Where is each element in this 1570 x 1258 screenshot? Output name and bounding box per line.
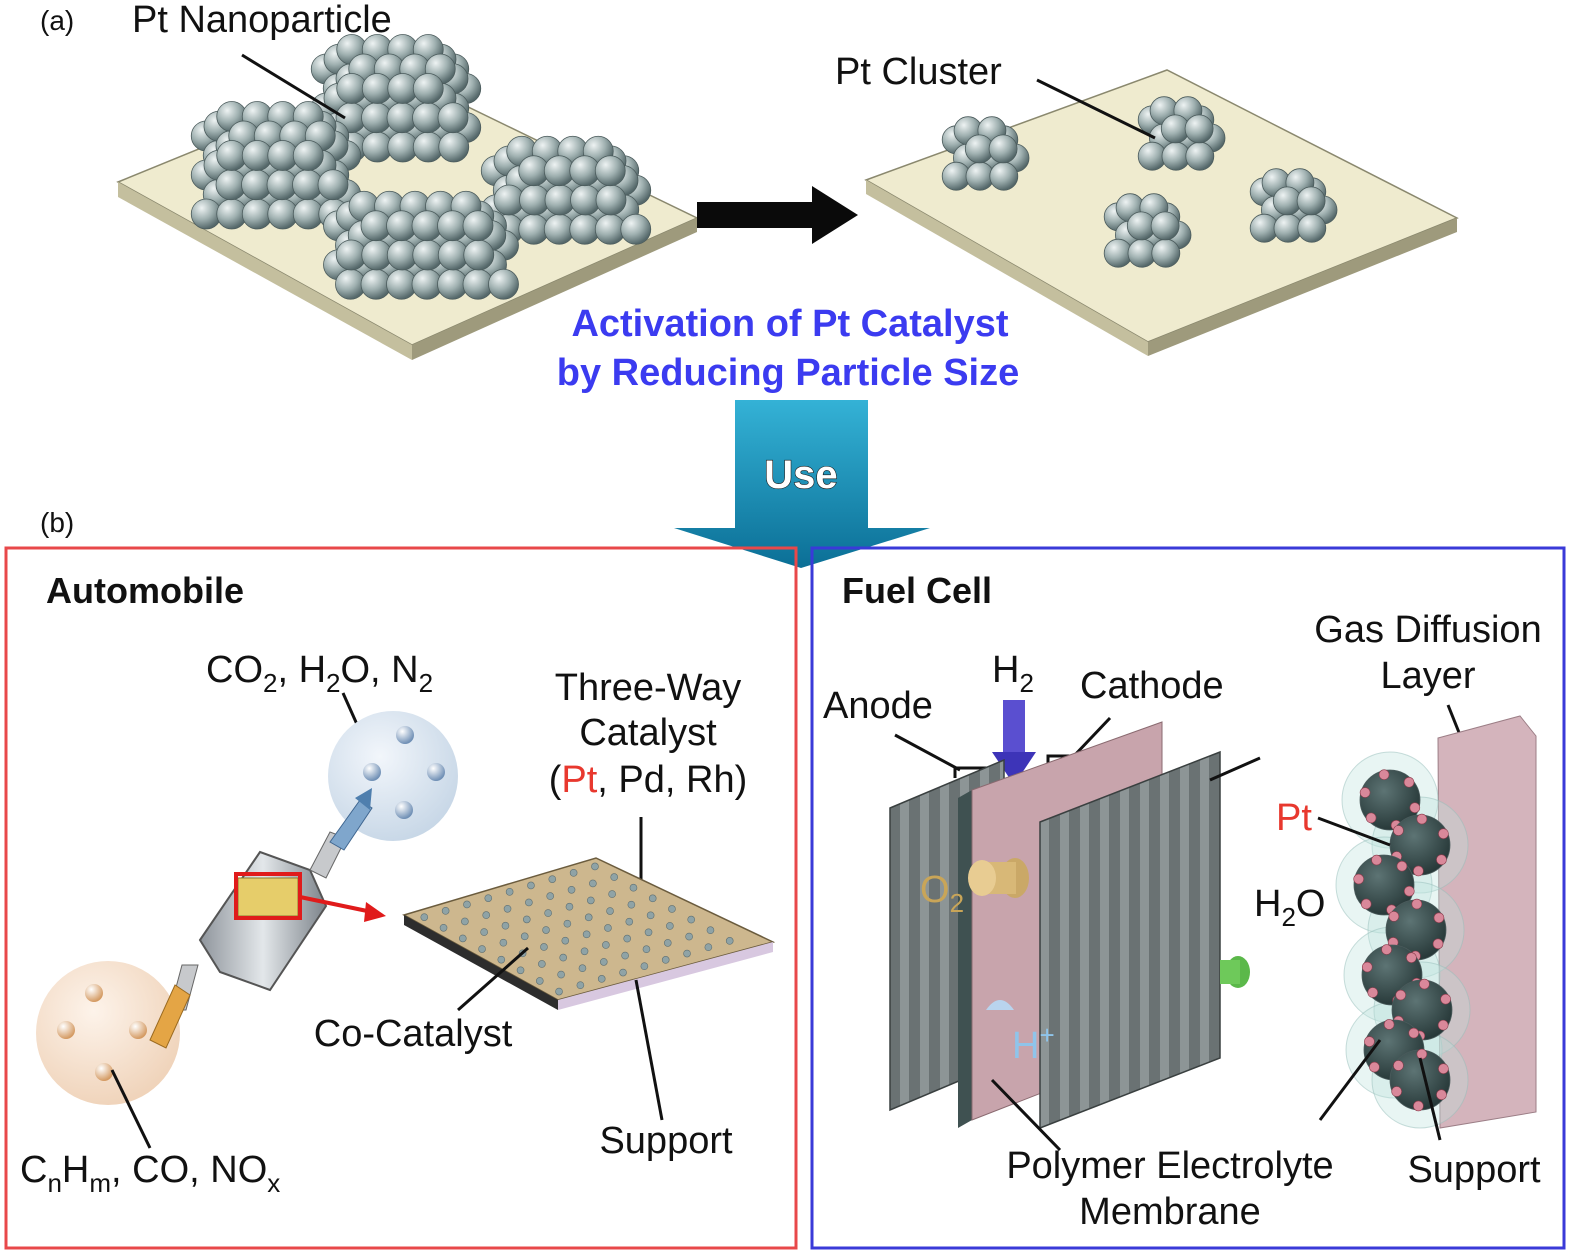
caption-line-1: Activation of Pt Catalyst <box>571 303 1008 345</box>
support-label-fuel-cell: Support <box>1407 1149 1541 1191</box>
h2o-label: H2O <box>1254 883 1325 932</box>
pem-line-1: Polymer Electrolyte <box>1006 1145 1333 1187</box>
pt-nanoparticle-leader <box>241 53 346 120</box>
pt-on-support-particles <box>1335 751 1471 1129</box>
pt-nanoparticle-label: Pt Nanoparticle <box>132 0 392 41</box>
red-arrow-line <box>299 895 373 914</box>
pt-nanoparticles <box>190 34 652 300</box>
fuel-cell-frame <box>810 546 1566 1250</box>
co-catalyst-leader <box>457 946 529 1012</box>
reactants-label: CnHm, CO, NOx <box>20 1149 280 1198</box>
black-arrow <box>697 186 858 244</box>
anode-label: Anode <box>823 685 933 727</box>
gdl-line-2: Layer <box>1380 655 1475 697</box>
reactants-leader <box>110 1069 152 1149</box>
pt-cluster-label: Pt Cluster <box>835 51 1002 93</box>
three-way-line-2: Catalyst <box>579 712 717 754</box>
pem-leader <box>990 1078 1062 1152</box>
support-leader-fuel-cell-2 <box>1318 1039 1382 1121</box>
o2-label: O2 <box>920 869 964 918</box>
automobile-title: Automobile <box>46 570 244 611</box>
three-way-catalyst-plate <box>402 857 776 1010</box>
catalyst-metals: (Pt, Pd, Rh) <box>549 759 748 801</box>
catalyst-particles <box>420 862 734 996</box>
automobile-frame <box>4 546 798 1250</box>
products-label: CO2, H2O, N2 <box>206 649 433 698</box>
use-arrow <box>674 400 930 568</box>
panel-a-tag: (a) <box>40 5 74 36</box>
hplus-label: H+ <box>1012 1020 1055 1067</box>
pt-clusters <box>941 96 1338 268</box>
fuel-cell-stack <box>889 721 1261 1130</box>
support-label-automobile: Support <box>599 1120 733 1162</box>
cathode-label: Cathode <box>1080 665 1224 707</box>
cathode-leader <box>1070 716 1112 760</box>
support-leader-fuel-cell <box>1418 1057 1442 1141</box>
catalytic-converter-icon <box>149 788 386 1049</box>
panel-b-tag: (b) <box>40 507 74 538</box>
reactant-gas-bubble <box>36 961 180 1105</box>
pem-line-2: Membrane <box>1079 1191 1261 1233</box>
pt-label-fuel-cell: Pt <box>1276 797 1312 839</box>
h2-label: H2 <box>992 649 1034 698</box>
pt-cluster-leader <box>1036 78 1156 140</box>
caption-line-2: by Reducing Particle Size <box>557 352 1019 394</box>
pt-leader <box>1317 816 1391 847</box>
co-catalyst-label: Co-Catalyst <box>314 1013 513 1055</box>
fuel-cell-title: Fuel Cell <box>842 570 992 611</box>
gdl-line-1: Gas Diffusion <box>1314 609 1541 651</box>
three-way-line-1: Three-Way <box>555 667 742 709</box>
support-leader <box>634 979 664 1121</box>
use-arrow-label: Use <box>764 453 837 497</box>
anode-leader <box>894 733 961 772</box>
